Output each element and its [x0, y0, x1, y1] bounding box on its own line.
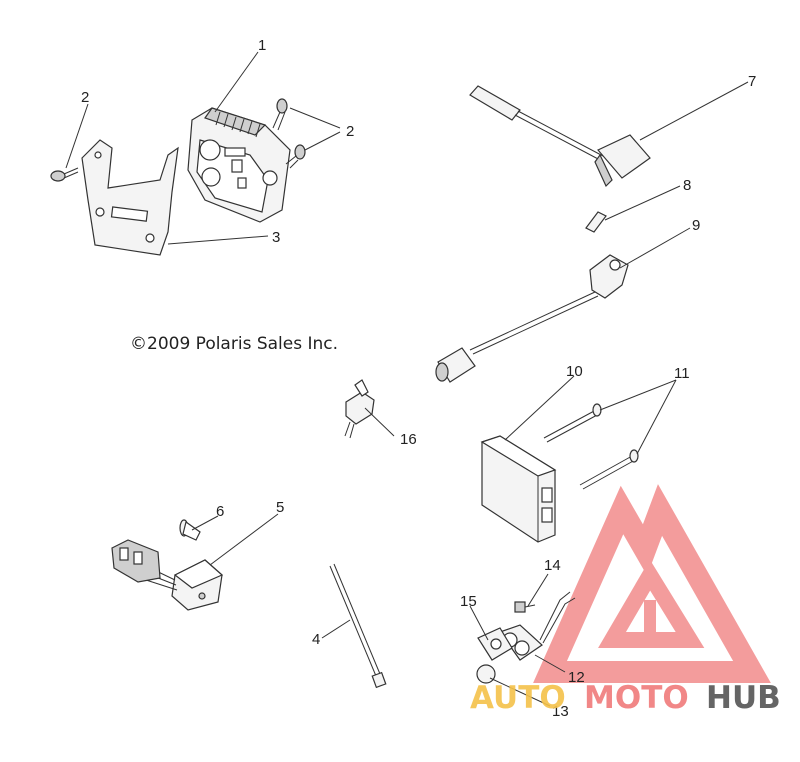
part-12-sensor — [499, 591, 576, 661]
callout-13: 13 — [552, 703, 569, 720]
callout-15: 15 — [460, 593, 477, 610]
part-16-switch — [344, 379, 375, 439]
callout-5: 5 — [276, 499, 284, 516]
part-10-control-box — [480, 435, 557, 543]
copyright-text: ©2009 Polaris Sales Inc. — [130, 334, 338, 354]
part-2-screw-left — [50, 167, 79, 182]
callout-16: 16 — [400, 431, 417, 448]
watermark-auto: AUTO — [470, 680, 566, 716]
watermark-logo-icon — [533, 484, 771, 683]
part-14-bolt — [514, 601, 536, 613]
watermark-moto: MOTO — [584, 680, 689, 716]
callout-14: 14 — [544, 557, 561, 574]
callout-10: 10 — [566, 363, 583, 380]
callout-8: 8 — [683, 177, 691, 194]
part-8-pin — [585, 211, 607, 233]
part-9-sensor-harness — [435, 254, 629, 383]
part-11-pin-upper — [543, 403, 602, 443]
part-1-module — [187, 107, 291, 223]
callout-11: 11 — [674, 365, 690, 382]
part-15-gasket — [477, 627, 513, 661]
callout-1: 1 — [258, 37, 266, 54]
callout-2-right: 2 — [346, 123, 354, 140]
watermark-text: AUTO MOTO HUB — [470, 680, 781, 716]
callout-3: 3 — [272, 229, 280, 246]
part-2-screw-right-upper — [272, 98, 288, 131]
part-5-connector — [111, 539, 224, 611]
callout-12: 12 — [568, 669, 585, 686]
watermark-hub: HUB — [706, 680, 781, 716]
callout-7: 7 — [748, 73, 756, 90]
callout-labels: 1 2 2 3 4 5 6 7 8 9 10 11 12 13 14 15 16 — [81, 37, 756, 720]
leader-lines — [65, 51, 749, 707]
callout-6: 6 — [216, 503, 224, 520]
part-2-screw-right-lower — [285, 144, 306, 169]
callout-9: 9 — [692, 217, 700, 234]
part-3-bracket — [81, 139, 179, 256]
part-4-cable-tie — [329, 563, 387, 689]
part-7-sensor — [469, 85, 651, 188]
callout-4: 4 — [312, 631, 320, 648]
part-6-push-pin — [179, 519, 201, 541]
callout-2-left: 2 — [81, 89, 89, 106]
part-11-pin-lower — [579, 449, 639, 490]
